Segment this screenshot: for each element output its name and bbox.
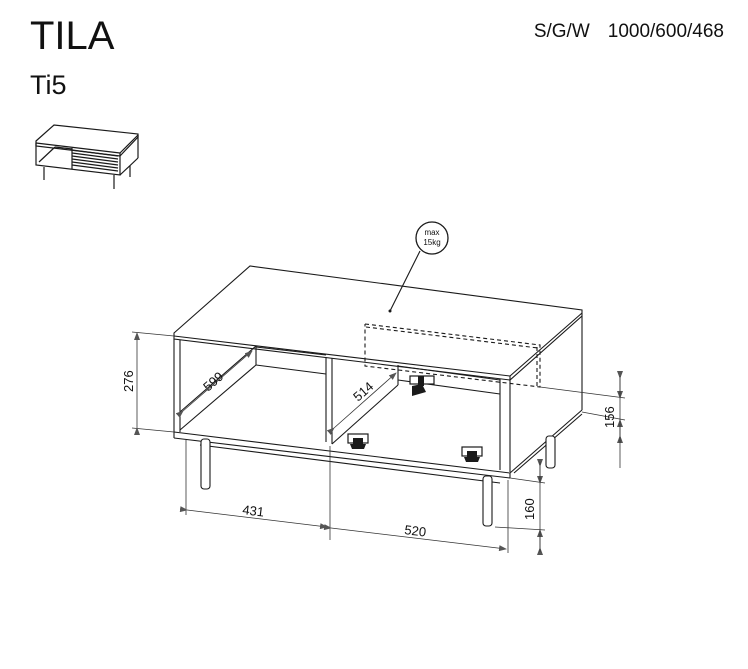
hardware-bracket-icons	[347, 375, 483, 462]
table-top	[173, 265, 583, 381]
load-badge-line1: max	[424, 228, 439, 237]
dim-width-left: 431	[242, 502, 265, 520]
product-name: TILA	[30, 14, 115, 58]
dimension-values: 1000/600/468	[607, 21, 724, 42]
load-badge-line2: 15kg	[423, 238, 440, 247]
dimension-label: S/G/W	[533, 21, 590, 42]
load-capacity-badge: max 15kg	[415, 221, 449, 255]
dim-height-compartment: 276	[121, 370, 136, 392]
dim-drawer-height: 156	[602, 406, 617, 428]
leg-back-right	[545, 435, 556, 469]
leg-front-left	[200, 438, 211, 490]
overall-dimensions: S/G/W 1000/600/468	[534, 20, 724, 44]
model-code: Ti5	[30, 70, 67, 100]
dim-width-right: 520	[404, 522, 427, 540]
dim-leg-height: 160	[522, 498, 537, 520]
dim-depth-right: 514	[350, 379, 376, 405]
leg-front-right	[482, 475, 493, 527]
